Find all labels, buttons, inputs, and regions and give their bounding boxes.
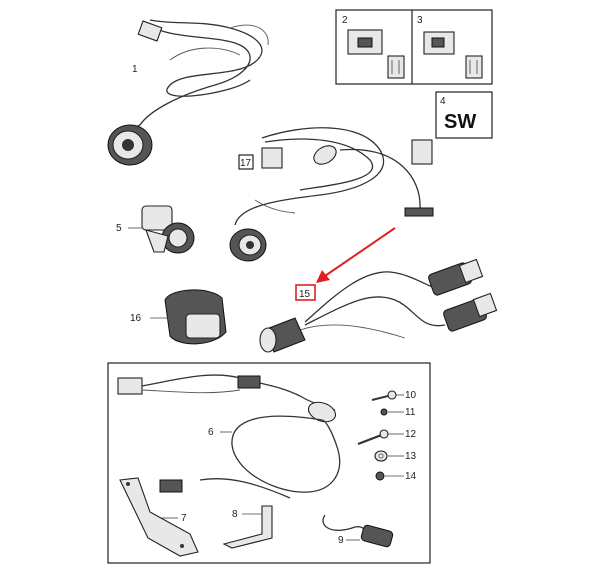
- kit-box: [107, 362, 431, 564]
- callout-3: 3: [417, 15, 423, 26]
- callout-11: 11: [405, 407, 416, 418]
- sw-label: SW: [444, 111, 476, 133]
- part-2-relay: [347, 29, 405, 79]
- part-10-screw: [371, 390, 404, 401]
- callout-4: 4: [440, 96, 446, 107]
- part-7-bracket: [119, 477, 199, 557]
- callout-12: 12: [405, 429, 417, 440]
- callout-2: 2: [342, 15, 348, 26]
- callout-14: 14: [405, 471, 417, 482]
- callout-10: 10: [405, 390, 417, 401]
- part-5-socket: [128, 205, 195, 254]
- callout-13: 13: [405, 451, 417, 462]
- part-8-bracket: [222, 505, 273, 549]
- relay-box: [335, 9, 493, 85]
- part-9-connector: [322, 514, 394, 548]
- callout-7: 7: [181, 513, 187, 524]
- callout-15-highlight: [295, 284, 316, 301]
- callout-8: 8: [232, 509, 238, 520]
- callout-1: 1: [132, 64, 138, 75]
- callout-9: 9: [338, 535, 344, 546]
- red-arrow-indicator: [316, 227, 396, 283]
- part-13-washer: [374, 450, 404, 462]
- part-16-socket: [150, 289, 227, 345]
- part-3-relay: [423, 31, 483, 79]
- callout-17: 17: [240, 158, 252, 169]
- callout-5: 5: [116, 223, 122, 234]
- part-17-harness: [229, 127, 434, 262]
- callout-16: 16: [130, 313, 142, 324]
- part-6-harness: [117, 374, 341, 499]
- part-1-harness: [107, 19, 269, 166]
- part-14-nut: [375, 471, 404, 481]
- part-4-sw-box: [435, 91, 493, 139]
- callout-15: 15: [299, 289, 311, 300]
- part-11-nut: [380, 408, 404, 416]
- part-12-bolt: [357, 429, 404, 446]
- callout-6: 6: [208, 427, 214, 438]
- part-15-harness: [259, 258, 498, 353]
